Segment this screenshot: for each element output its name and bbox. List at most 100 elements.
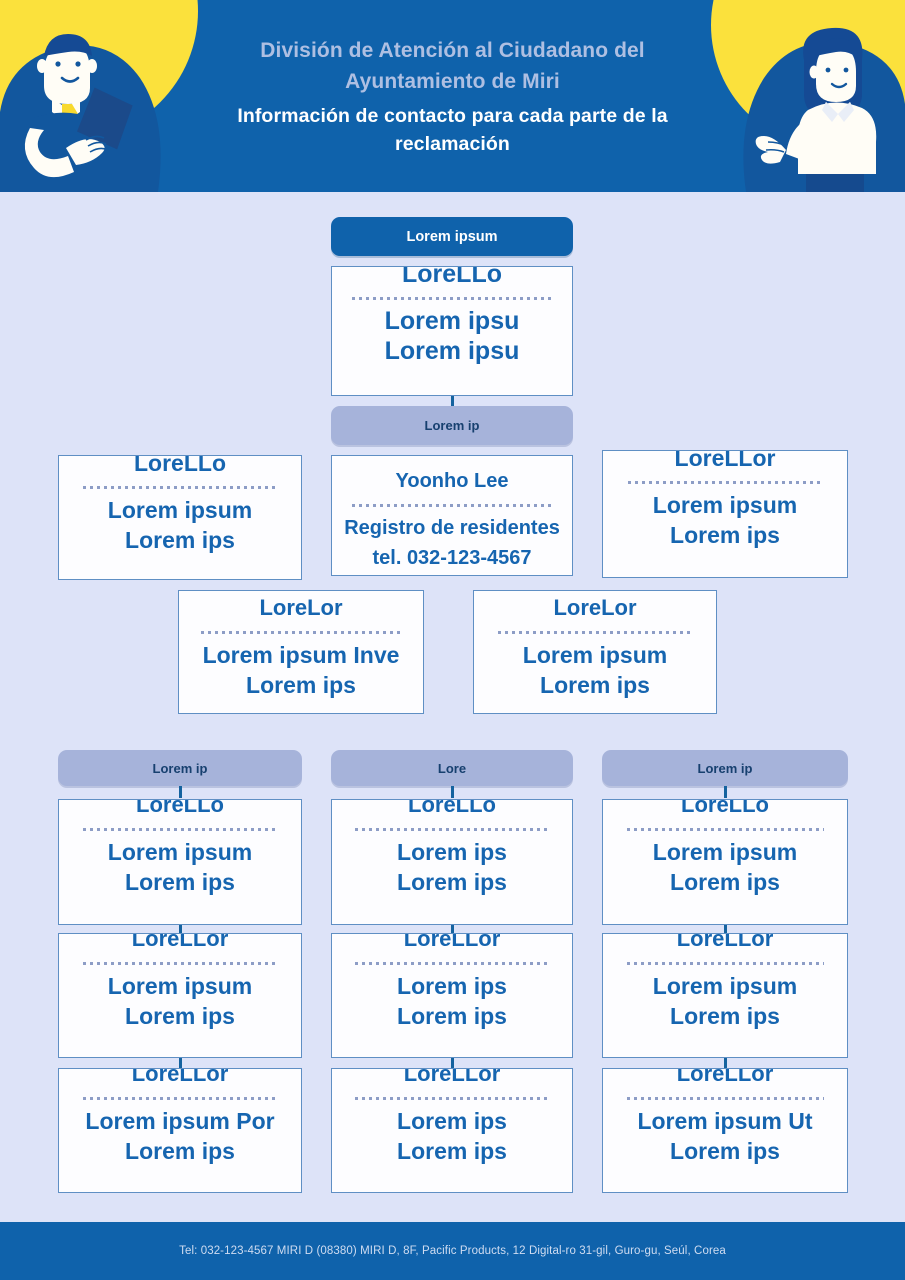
org-card-line-1: Lorem ipsum [652, 973, 798, 999]
connector-line [179, 786, 182, 798]
org-card-name: LoreLLor [403, 1068, 501, 1086]
second-pill[interactable]: Lorem ip [331, 406, 573, 445]
footer-contact-text: Tel: 032-123-4567 MIRI D (08380) MIRI D,… [179, 1245, 726, 1257]
woman-presenting-illustration [743, 27, 905, 192]
connector-line [179, 1058, 182, 1068]
connector-line [724, 786, 727, 798]
org-card-name: LoreLor [259, 595, 343, 620]
org-card-divider [82, 1096, 278, 1100]
org-card-name: LoreLLor [674, 450, 776, 471]
org-card-name: LoreLLor [676, 1068, 774, 1086]
connector-line [179, 925, 182, 933]
org-card-line-1: Lorem ipsum [107, 497, 253, 523]
org-card-line-2: Lorem ipsu [384, 337, 520, 365]
org-card-line-1: Lorem ips [397, 973, 507, 999]
connector-line [451, 1058, 454, 1068]
column-2-pill[interactable]: Lore [331, 750, 573, 786]
org-card-line-1: Lorem ipsum [652, 839, 798, 865]
header-title-line1: Información de contacto para cada parte … [237, 104, 668, 127]
column-1-pill-label: Lorem ip [152, 760, 208, 776]
connector-line [724, 1058, 727, 1068]
org-card-line-2: Lorem ips [397, 1003, 507, 1029]
org-card-divider [82, 827, 278, 831]
org-card-line-2: Lorem ips [397, 1138, 507, 1164]
org-card-line-2: Lorem ips [670, 522, 780, 548]
connector-line [724, 925, 727, 933]
org-card-name: LoreLLo [136, 799, 224, 817]
org-card-divider [82, 485, 278, 489]
org-card-divider [355, 961, 549, 965]
column-1-pill[interactable]: Lorem ip [58, 750, 302, 786]
top-pill[interactable]: Lorem ipsum [331, 217, 573, 256]
top-pill-label: Lorem ipsum [406, 228, 498, 245]
footer-band: Tel: 032-123-4567 MIRI D (08380) MIRI D,… [0, 1222, 905, 1280]
org-card-name: LoreLLor [131, 933, 229, 951]
column-2-pill-label: Lore [437, 760, 467, 776]
org-card-divider [626, 1096, 824, 1100]
org-card-line-2: Lorem ips [670, 1003, 780, 1029]
header-subtitle: División de Atención al Ciudadano del Ay… [193, 35, 713, 97]
org-card-divider [627, 480, 823, 484]
connector-line [451, 786, 454, 798]
org-card-name: Yoonho Lee [395, 470, 509, 492]
org-card-line-2: Lorem ips [670, 869, 780, 895]
org-card-line-1: Lorem ipsum [652, 492, 798, 518]
org-card-line-1: Lorem ips [397, 839, 507, 865]
org-card-line-2: Lorem ips [125, 1003, 235, 1029]
org-card-line-1: Lorem ipsum Ut [637, 1108, 813, 1134]
org-card-line-1: Lorem ipsu [384, 307, 520, 335]
org-card-name: LoreLLo [402, 266, 502, 288]
org-card-line-1: Registro de residentes [344, 517, 560, 539]
org-card-line-2: Lorem ips [670, 1138, 780, 1164]
org-card-name: LoreLLo [681, 799, 769, 817]
connector-line [451, 396, 454, 408]
second-pill-label: Lorem ip [424, 418, 480, 433]
org-card-name: LoreLLo [408, 799, 496, 817]
org-card-divider [355, 1096, 549, 1100]
org-card-name: LoreLLor [676, 933, 774, 951]
org-card-divider [82, 961, 278, 965]
org-card-line-2: Lorem ips [540, 672, 650, 698]
org-card-divider [201, 630, 401, 634]
org-card-divider [497, 630, 693, 634]
org-card-line-1: Lorem ipsum Por [85, 1108, 275, 1134]
org-card-divider [626, 961, 824, 965]
org-card-line-2: Lorem ips [125, 527, 235, 553]
org-card-name: LoreLLor [131, 1068, 229, 1086]
org-card-line-1: Lorem ips [397, 1108, 507, 1134]
man-with-tablet-illustration [0, 34, 161, 192]
org-card-line-2: Lorem ips [246, 672, 356, 698]
header-title: Información de contacto para cada parte … [183, 102, 723, 158]
column-3-pill[interactable]: Lorem ip [602, 750, 848, 786]
org-card-divider [352, 296, 552, 300]
org-card-name: LoreLLor [403, 933, 501, 951]
org-card-line-2: tel. 032-123-4567 [372, 547, 532, 569]
header-title-line2: reclamación [395, 132, 510, 155]
org-card-line-2: Lorem ips [125, 869, 235, 895]
